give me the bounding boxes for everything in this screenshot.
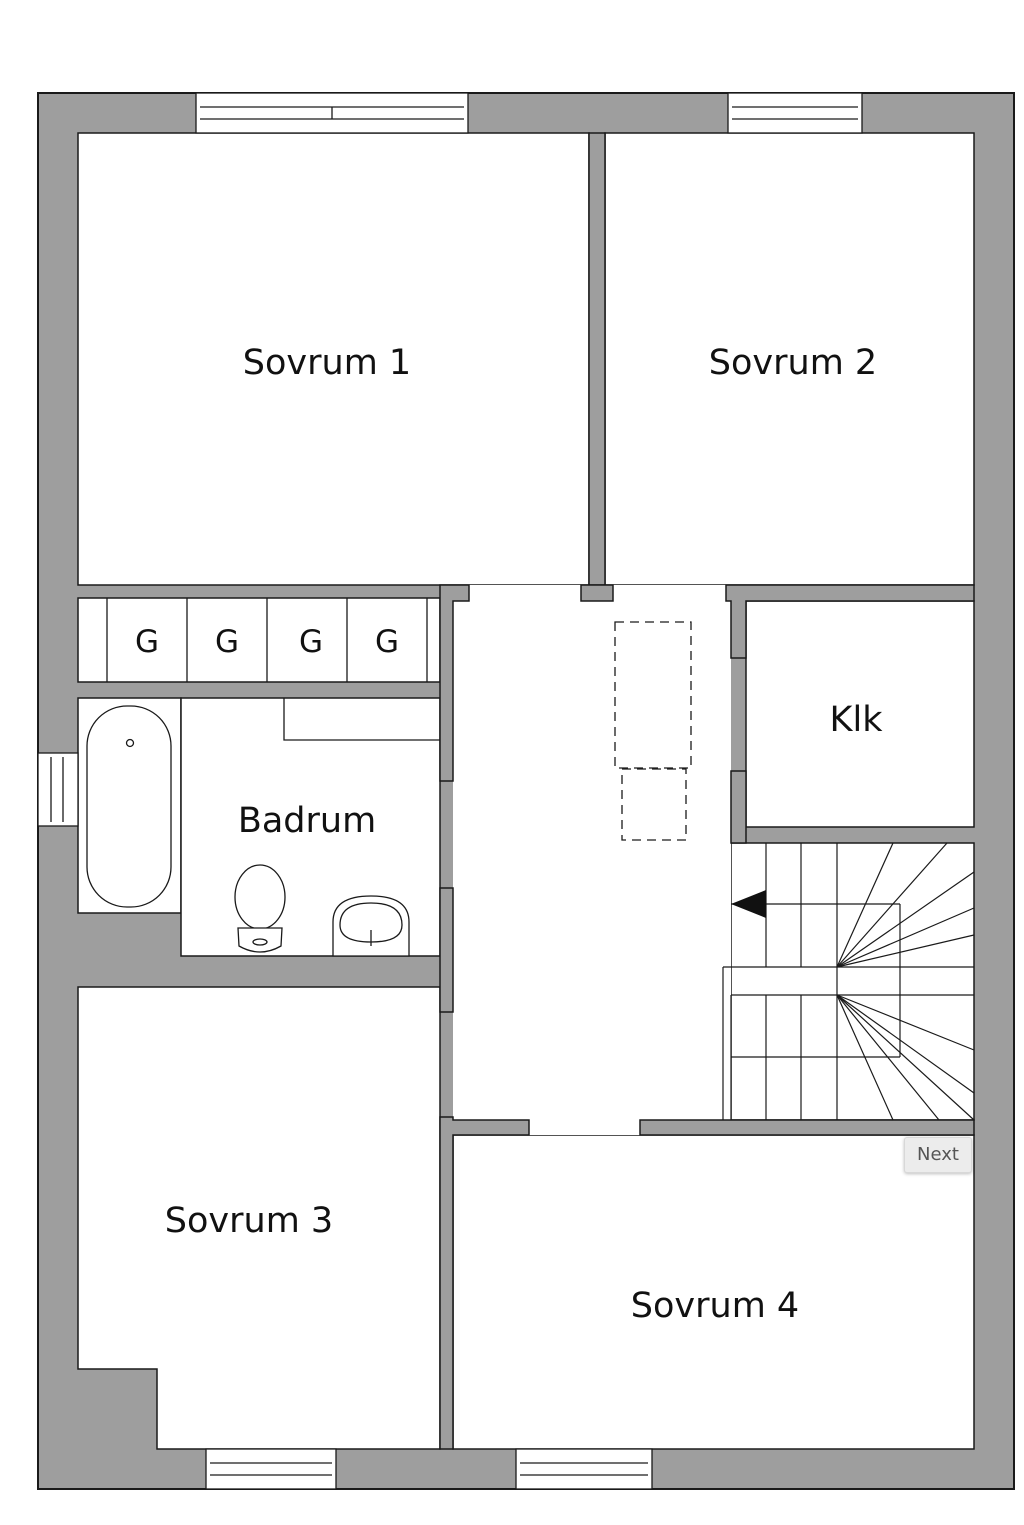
room-label-klk: Klk	[830, 700, 884, 740]
ceiling-hatch-ladder	[621, 768, 687, 841]
closet-label: G	[375, 624, 399, 660]
wall-stub	[725, 584, 975, 659]
wall-stub	[580, 584, 614, 602]
window	[205, 1448, 337, 1490]
bath-counter	[283, 698, 440, 741]
hallway	[453, 585, 731, 1120]
wall-stub	[439, 1116, 530, 1450]
room-label-sovrum-4: Sovrum 4	[631, 1286, 799, 1326]
bathtub	[86, 705, 172, 908]
closet-row	[77, 597, 441, 683]
next-button[interactable]: Next	[904, 1137, 972, 1173]
wall-stub	[730, 770, 747, 844]
stair-arrow-icon	[731, 890, 766, 918]
ceiling-hatch	[614, 621, 692, 769]
partition-wall	[588, 132, 606, 586]
room-label-badrum: Badrum	[238, 801, 376, 841]
washbasin	[332, 895, 410, 957]
room-label-sovrum-3: Sovrum 3	[165, 1201, 333, 1241]
room-label-sovrum-2: Sovrum 2	[709, 343, 877, 383]
window	[195, 92, 469, 134]
bathtub-drain	[125, 738, 135, 748]
room-label-sovrum-1: Sovrum 1	[243, 343, 411, 383]
toilet	[234, 864, 286, 953]
closet-label: G	[215, 624, 239, 660]
room-sovrum-4	[452, 1134, 975, 1450]
wall-stub	[439, 584, 470, 782]
closet-label: G	[299, 624, 323, 660]
room-sovrum-1	[77, 132, 590, 586]
room-klk	[745, 600, 975, 828]
wall-stub	[639, 1119, 975, 1136]
closet-label: G	[135, 624, 159, 660]
window	[727, 92, 863, 134]
stair-area	[730, 842, 975, 1121]
window	[37, 752, 79, 827]
window	[515, 1448, 653, 1490]
wall-stub	[439, 887, 454, 1013]
